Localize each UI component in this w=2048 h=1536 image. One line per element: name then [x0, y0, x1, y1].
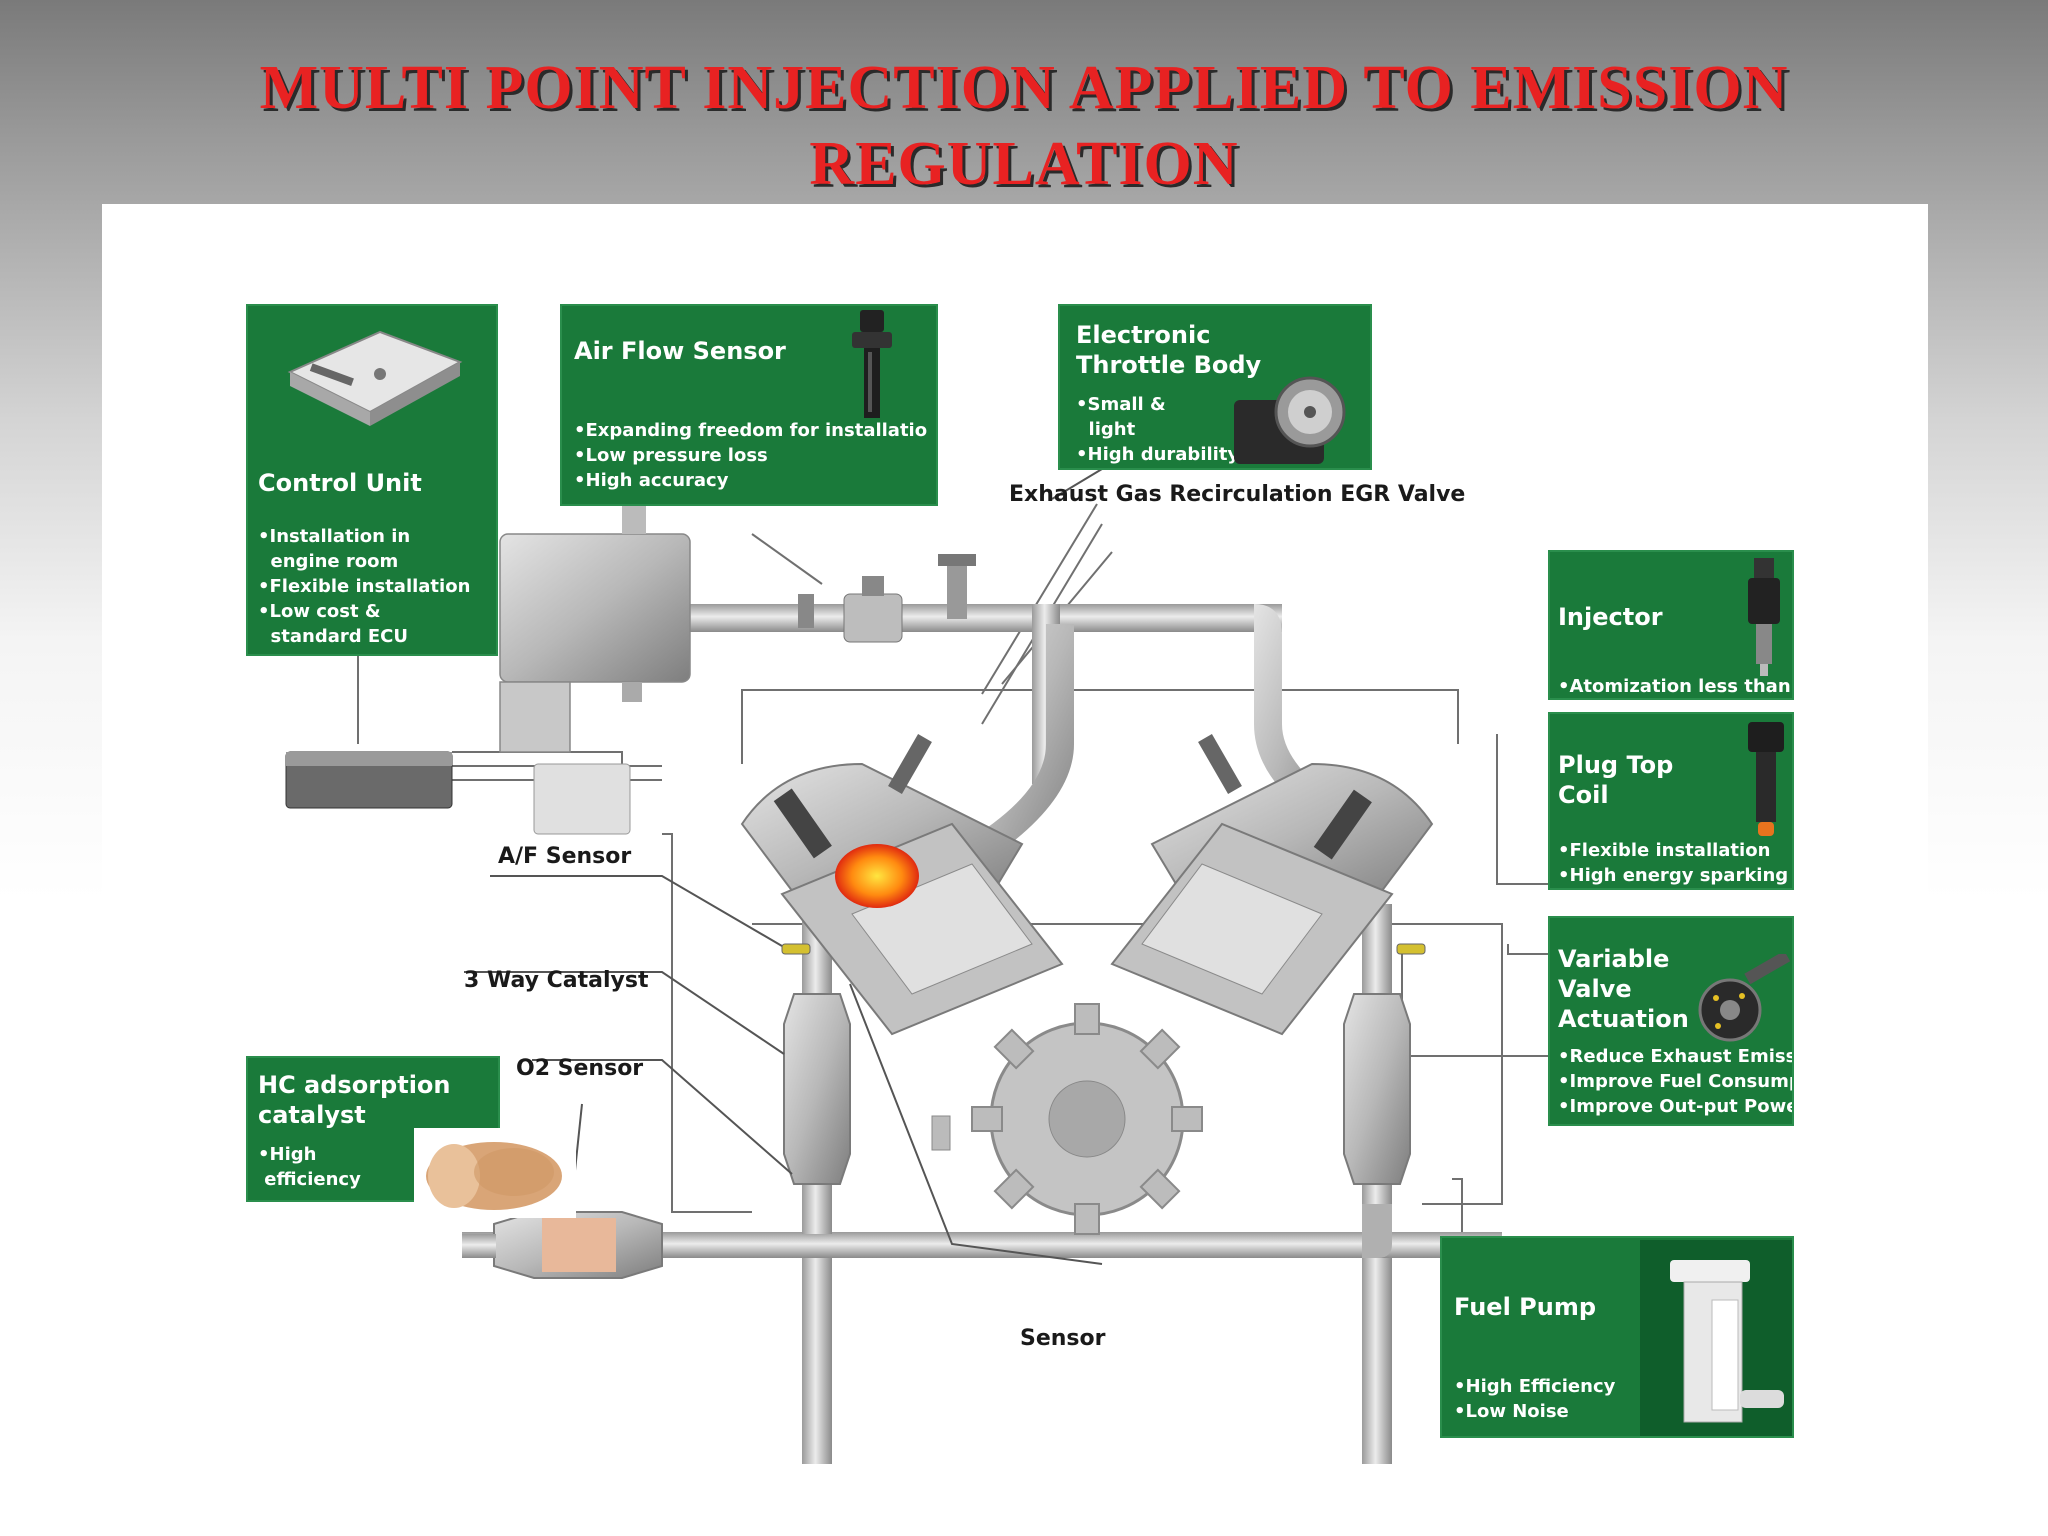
injector-box: Injector •Atomization less than 60μ: [1548, 550, 1794, 700]
throttle-body-icon: [1228, 372, 1358, 468]
slide-title: MULTI POINT INJECTION APPLIED TO EMISSIO…: [0, 50, 2048, 202]
three-way-catalysts: [783, 993, 1411, 1185]
hc-adsorption-bullets: •High efficiency: [258, 1144, 361, 1190]
air-cleaner-box: [499, 504, 691, 753]
ignition-coil-icon: [1744, 722, 1788, 842]
left-cylinder-bank: [740, 734, 1064, 1036]
throttle-body-bullets: •Small & light •High durability: [1076, 394, 1240, 465]
control-unit-bullets: •Installation in engine room •Flexible i…: [258, 526, 471, 647]
injector-icon: [1744, 558, 1784, 678]
camshaft-icon: [1696, 950, 1792, 1044]
fuel-pump-icon: [1640, 1240, 1792, 1436]
air-flow-sensor-box: Air Flow Sensor •Expanding freedom for i…: [560, 304, 938, 506]
three-way-catalyst-label: 3 Way Catalyst: [464, 968, 649, 993]
hc-adsorption-title: HC adsorption catalyst: [258, 1071, 451, 1129]
injector-title: Injector: [1558, 603, 1663, 631]
hc-adsorption-catalyst-box: HC adsorption catalyst •High efficiency: [246, 1056, 576, 1218]
control-unit-box: Control Unit •Installation in engine roo…: [246, 304, 498, 656]
throttle-assembly: [798, 554, 976, 643]
fuel-pump-title: Fuel Pump: [1454, 1293, 1597, 1321]
right-cylinder-bank: [1110, 734, 1434, 1036]
throttle-body-box: Electronic Throttle Body •Small & light …: [1058, 304, 1372, 470]
fuel-pump-box: Fuel Pump •High Efficiency •Low Noise: [1440, 1236, 1794, 1438]
control-unit-title: Control Unit: [258, 469, 422, 497]
plug-top-coil-box: Plug Top Coil •Flexible installation •Hi…: [1548, 712, 1794, 890]
air-flow-sensor-title: Air Flow Sensor: [574, 337, 786, 365]
o2-sensor-label: O2 Sensor: [516, 1056, 644, 1081]
ecu-module: [285, 751, 631, 835]
crankshaft-gear: [931, 1003, 1203, 1235]
engine-diagram-panel: Control Unit •Installation in engine roo…: [102, 204, 1928, 1536]
af-sensor-label: A/F Sensor: [498, 844, 632, 869]
oxygen-sensors: [781, 943, 1426, 955]
catalyst-substrate-icon: [414, 1128, 576, 1218]
plug-top-coil-bullets: •Flexible installation •High energy spar…: [1558, 840, 1789, 886]
ecu-module-icon: [270, 322, 470, 432]
variable-valve-actuation-box: Variable Valve Actuation •Reduce Exhaust…: [1548, 916, 1794, 1126]
fuel-pump-bullets: •High Efficiency •Low Noise: [1454, 1376, 1616, 1422]
engine-schematic: [285, 468, 1578, 1464]
slide-title-line2: REGULATION: [809, 130, 1239, 198]
airflow-sensor-icon: [842, 310, 902, 420]
variable-valve-bullets: •Reduce Exhaust Emission •Improve Fuel C…: [1558, 1046, 1792, 1117]
variable-valve-title: Variable Valve Actuation: [1558, 945, 1689, 1033]
hc-catalyst-inline: [462, 1211, 663, 1279]
egr-valve-label: Exhaust Gas Recirculation EGR Valve: [1009, 482, 1466, 507]
slide-title-line1: MULTI POINT INJECTION APPLIED TO EMISSIO…: [259, 54, 1789, 122]
air-flow-sensor-bullets: •Expanding freedom for installatio •Low …: [574, 420, 928, 491]
leader-lines: [464, 468, 1103, 1265]
plug-top-coil-title: Plug Top Coil: [1558, 751, 1674, 809]
injector-bullets: •Atomization less than 60μ: [1558, 676, 1791, 697]
throttle-body-title: Electronic Throttle Body: [1076, 321, 1262, 379]
sensor-label: Sensor: [1020, 1326, 1106, 1351]
